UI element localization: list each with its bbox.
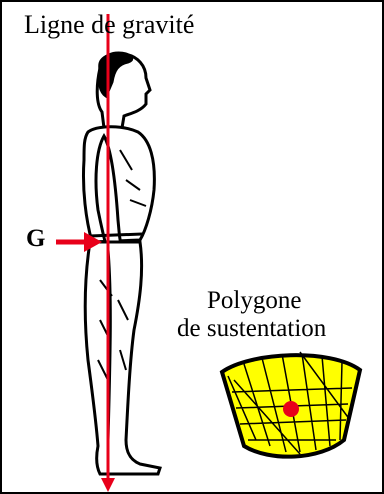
center-of-support-point [283,401,299,417]
support-polygon-label-line2: de sustentation [177,315,326,343]
support-polygon-label-line1: Polygone [207,287,301,315]
waist-band [90,234,142,236]
gravity-line-arrowhead [101,478,115,492]
support-polygon [222,352,360,457]
gravity-line-title: Ligne de gravité [24,10,194,40]
center-of-gravity-label: G [26,225,45,253]
human-figure [83,53,160,474]
